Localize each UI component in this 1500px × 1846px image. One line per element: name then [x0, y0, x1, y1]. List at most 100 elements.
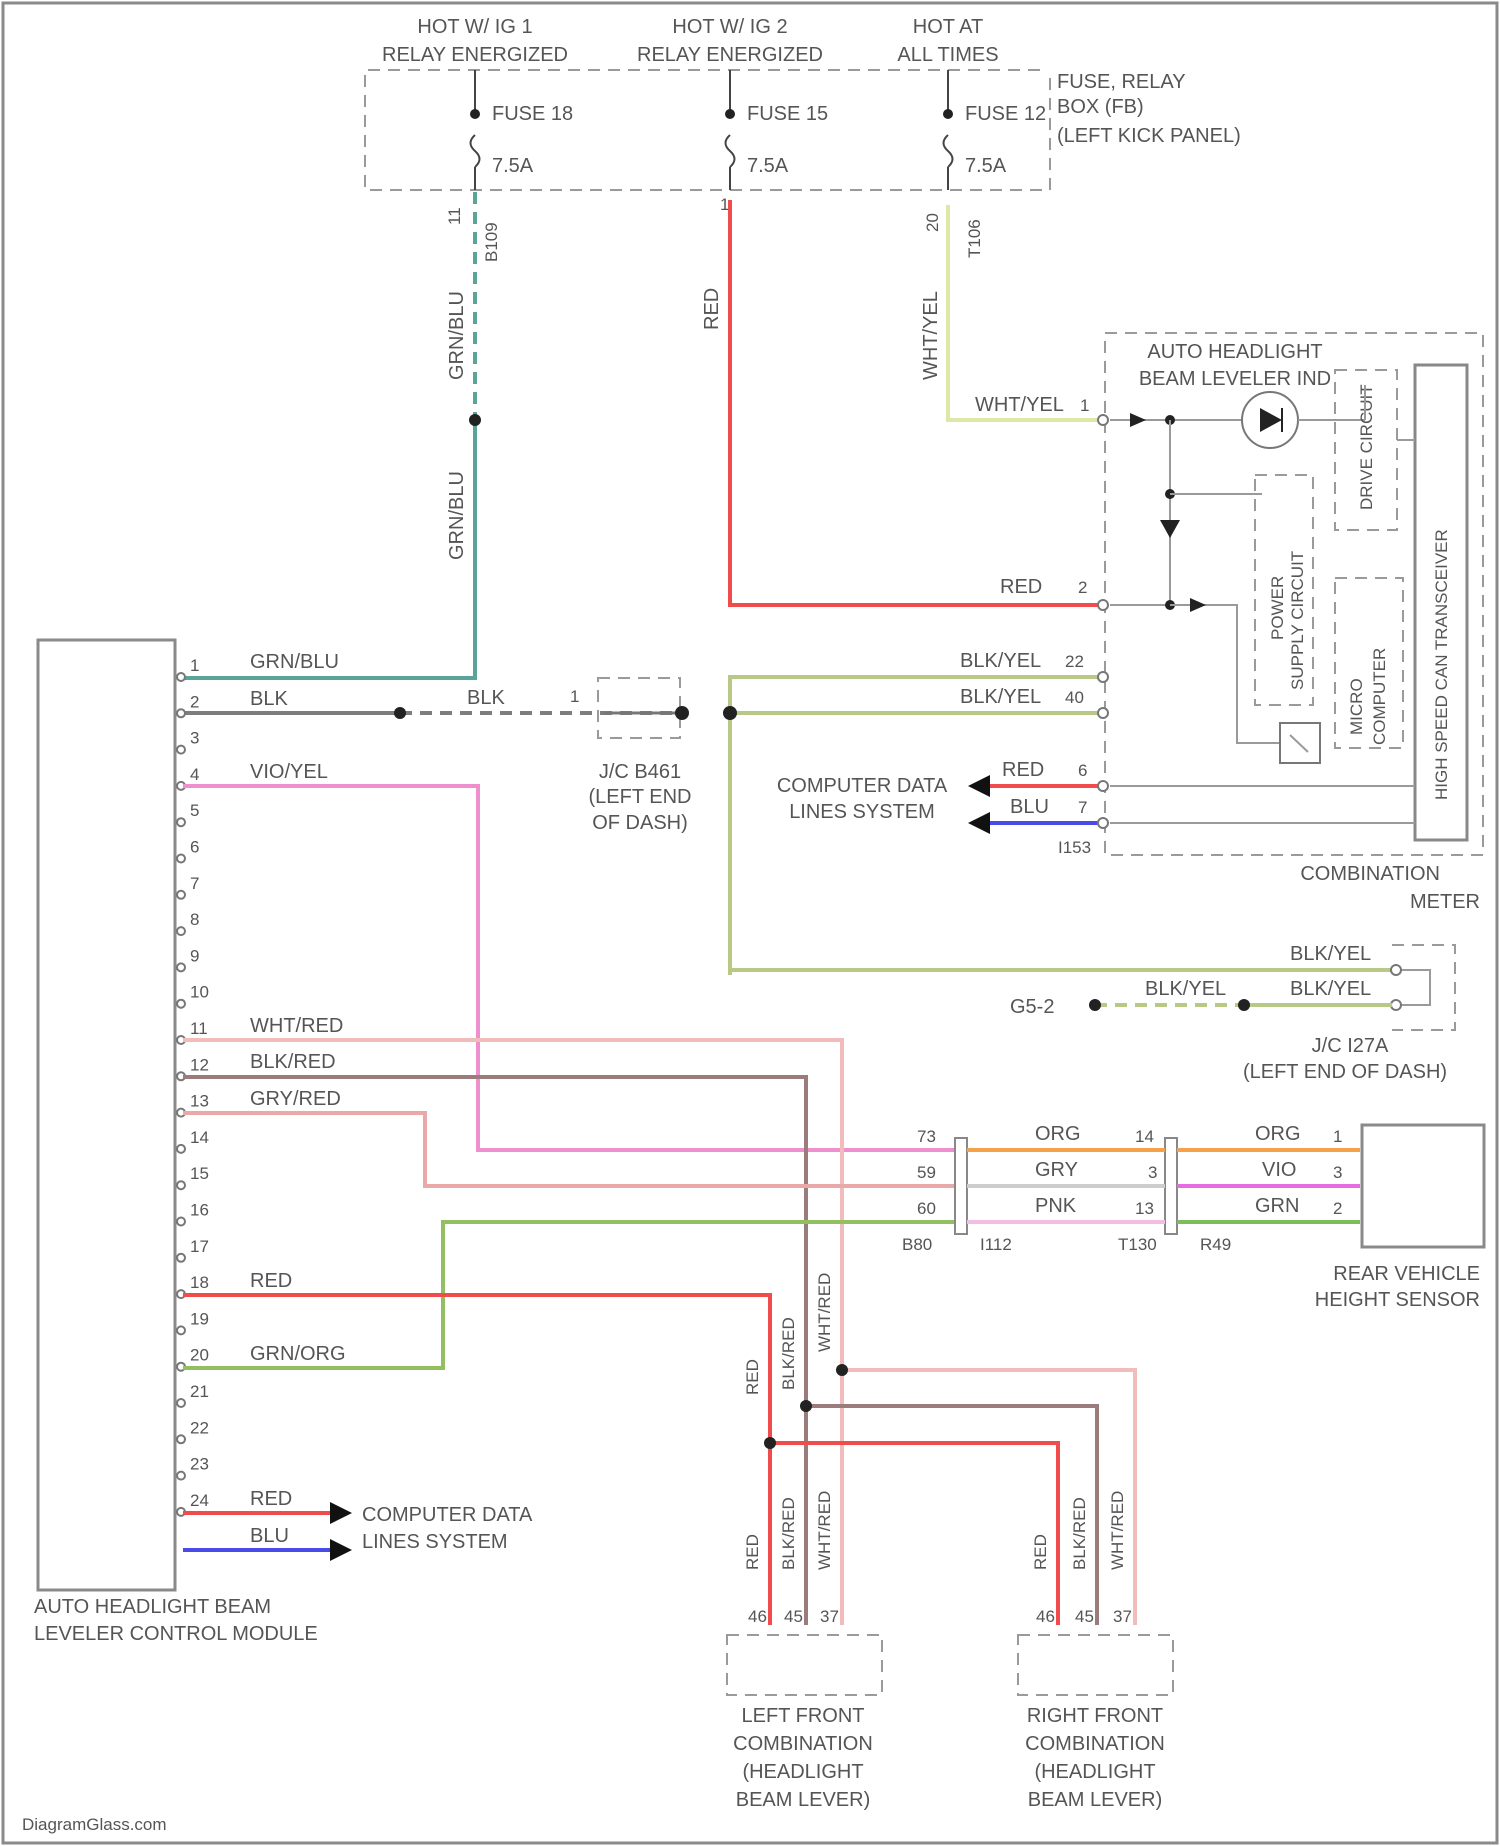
module-pin-5: 5 — [190, 801, 199, 820]
wire-wht-red-branch — [842, 1370, 1135, 1625]
meter-terminals — [1098, 415, 1108, 828]
hot-always-line2: ALL TIMES — [897, 44, 998, 66]
mid2-pin-13: 13 — [1135, 1199, 1154, 1218]
label-red-meter-data: RED — [1002, 759, 1044, 781]
watermark: DiagramGlass.com — [22, 1815, 167, 1834]
mid-pin-59: 59 — [917, 1163, 936, 1182]
mid-conn-b80: B80 — [902, 1235, 932, 1254]
rear-vehicle-height-sensor: REAR VEHICLE HEIGHT SENSOR — [1315, 1125, 1484, 1311]
left-lamp-pin-b: 45 — [784, 1607, 803, 1626]
fuse-15-label: FUSE 15 — [747, 103, 828, 125]
module-pin-12: 12 — [190, 1055, 209, 1074]
fb-pin-11: 11 — [445, 207, 464, 225]
pin23-wire-label: RED — [250, 1488, 292, 1510]
label-red-lamp-upper: RED — [743, 1359, 762, 1395]
fuse-box-label-1: FUSE, RELAY — [1057, 71, 1186, 93]
hot-ig2-line2: RELAY ENERGIZED — [637, 44, 823, 66]
meter-pin-22: 22 — [1065, 652, 1084, 671]
module-pin-16: 16 — [190, 1201, 209, 1220]
label-blk-yel-ground: BLK/YEL — [1145, 978, 1226, 1000]
mid-conn-i112: I112 — [980, 1235, 1012, 1254]
jc-b461: J/C B461 (LEFT END OF DASH) — [589, 678, 692, 834]
label-grn-blu-lower: GRN/BLU — [446, 471, 468, 560]
power-supply-label-2: SUPPLY CIRCUIT — [1288, 551, 1307, 690]
pin1-wire-label: GRN/BLU — [250, 651, 339, 673]
module-terminal-3 — [177, 746, 185, 754]
module-terminal-9 — [177, 963, 185, 971]
module-name-2: LEVELER CONTROL MODULE — [34, 1623, 318, 1645]
module-pin-3: 3 — [190, 729, 199, 748]
module-terminal-2 — [177, 709, 185, 717]
sensor-label-1: REAR VEHICLE — [1333, 1263, 1480, 1285]
label-blk-dashed: BLK — [467, 687, 505, 709]
module-pin-22: 22 — [190, 1418, 209, 1437]
fuse-15-rating: 7.5A — [747, 155, 789, 177]
module-pin-20: 20 — [190, 1346, 209, 1365]
module-body — [38, 640, 175, 1590]
jc-b461-label-3: OF DASH) — [592, 812, 688, 834]
label-blk-yel-jc-1: BLK/YEL — [1290, 943, 1371, 965]
label-red-lamp-left: RED — [743, 1534, 762, 1570]
label-wht-yel-horz: WHT/YEL — [975, 394, 1064, 416]
jc-i27a-label-1: J/C I27A — [1312, 1035, 1389, 1057]
module-pin-11: 11 — [190, 1019, 208, 1038]
jc-i27a-label-2: (LEFT END OF DASH) — [1243, 1061, 1447, 1083]
mid2-conn-t130: T130 — [1118, 1235, 1157, 1254]
label-vio-b: VIO — [1262, 1159, 1296, 1181]
module-pin-4: 4 — [190, 765, 199, 784]
module-data-lines-1: COMPUTER DATA — [362, 1504, 533, 1526]
fb-conn-t106: T106 — [965, 219, 984, 258]
wire-grn-blu — [183, 420, 475, 678]
label-org-a: ORG — [1035, 1123, 1081, 1145]
micro-computer — [1335, 578, 1403, 748]
fuse-18: FUSE 18 7.5A — [470, 70, 573, 190]
label-blu-meter-data: BLU — [1010, 796, 1049, 818]
mid-pin-60: 60 — [917, 1199, 936, 1218]
meter-indicator-label-1: AUTO HEADLIGHT — [1147, 341, 1322, 363]
pin17-wire-label: RED — [250, 1270, 292, 1292]
module-pin-6: 6 — [190, 838, 199, 857]
module-pin-17: 17 — [190, 1237, 209, 1256]
splice-wht-red — [836, 1364, 848, 1376]
splice-red — [764, 1437, 776, 1449]
pin11-wire-label: BLK/RED — [250, 1051, 336, 1073]
meter-pin-1: 1 — [1080, 396, 1089, 415]
label-pnk-a: PNK — [1035, 1195, 1077, 1217]
power-supply-label-1: POWER — [1268, 576, 1287, 640]
right-lamp-label-3: (HEADLIGHT — [1034, 1761, 1155, 1783]
splice-blk — [394, 707, 406, 719]
pin10-wire-label: WHT/RED — [250, 1015, 343, 1037]
module-name-1: AUTO HEADLIGHT BEAM — [34, 1596, 271, 1618]
label-grn-b: GRN — [1255, 1195, 1299, 1217]
pin3-wire-label: VIO/YEL — [250, 761, 328, 783]
module-pin-2: 2 — [190, 692, 199, 711]
label-grn-blu-upper: GRN/BLU — [446, 291, 468, 380]
left-lamp-label-2: COMBINATION — [733, 1733, 873, 1755]
label-red-lamp-right: RED — [1031, 1534, 1050, 1570]
fuse-12: FUSE 12 7.5A — [943, 70, 1046, 190]
module-pin-21: 21 — [190, 1382, 209, 1401]
arrow-meter-blu — [968, 812, 990, 834]
left-lamp-pin-a: 46 — [748, 1607, 767, 1626]
module-pin-19: 19 — [190, 1309, 209, 1328]
module-pin-15: 15 — [190, 1164, 209, 1183]
left-lamp-label-3: (HEADLIGHT — [742, 1761, 863, 1783]
pin12-wire-label: GRY/RED — [250, 1088, 341, 1110]
inline-connector-1 — [955, 1138, 967, 1234]
left-lamp-pin-c: 37 — [820, 1607, 839, 1626]
label-blk-yel-jc-2: BLK/YEL — [1290, 978, 1371, 1000]
wire-red-branch — [770, 1443, 1058, 1625]
hot-ig2-line1: HOT W/ IG 2 — [672, 16, 787, 38]
module-terminal-10 — [177, 1000, 185, 1008]
module-terminal-17 — [177, 1254, 185, 1262]
right-lamp-label-2: COMBINATION — [1025, 1733, 1165, 1755]
label-gry-a: GRY — [1035, 1159, 1078, 1181]
right-lamp-pin-a: 46 — [1036, 1607, 1055, 1626]
module-pin-23: 23 — [190, 1455, 209, 1474]
jc-i27a: J/C I27A (LEFT END OF DASH) — [1243, 945, 1455, 1083]
label-blk-red-lamp-right: BLK/RED — [1070, 1497, 1089, 1570]
label-blk-yel-22: BLK/YEL — [960, 650, 1041, 672]
module-terminal-1 — [177, 673, 185, 681]
module-terminal-19 — [177, 1326, 185, 1334]
fuse-18-label: FUSE 18 — [492, 103, 573, 125]
